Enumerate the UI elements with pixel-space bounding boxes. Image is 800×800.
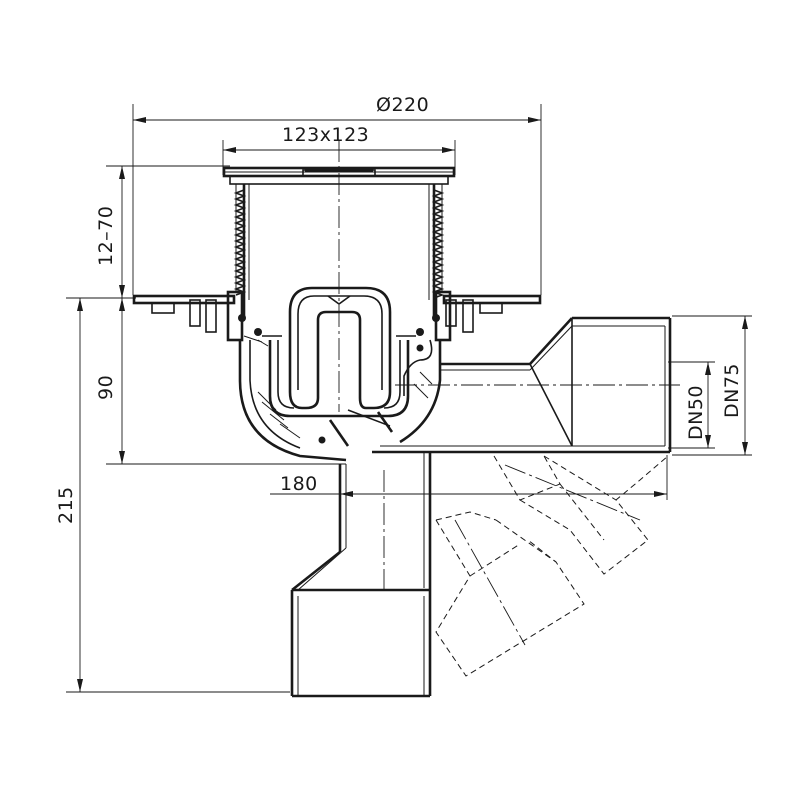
label-outlet-distance: 180 (280, 473, 318, 495)
dimension-lines (66, 104, 752, 693)
label-total-height: 215 (55, 486, 77, 524)
alternate-outlet-positions (435, 455, 669, 677)
dimension-labels: Ø220 123x123 180 12–70 90 215 DN50 DN75 (55, 94, 743, 524)
label-inner-outlet: DN50 (685, 385, 707, 440)
drain-upper-body (233, 184, 445, 318)
center-lines (338, 140, 680, 646)
odor-trap (254, 286, 424, 447)
sealing-flange (132, 290, 542, 342)
label-outer-outlet: DN75 (721, 363, 743, 418)
label-height-adjust: 12–70 (95, 206, 117, 266)
drain-bowl (238, 335, 442, 462)
vertical-outlet (290, 452, 432, 698)
horizontal-outlet (372, 316, 672, 454)
grate-frame (222, 166, 456, 185)
label-body-height: 90 (95, 375, 117, 400)
label-outer-diameter: Ø220 (376, 94, 429, 116)
label-grate-size: 123x123 (282, 124, 369, 146)
